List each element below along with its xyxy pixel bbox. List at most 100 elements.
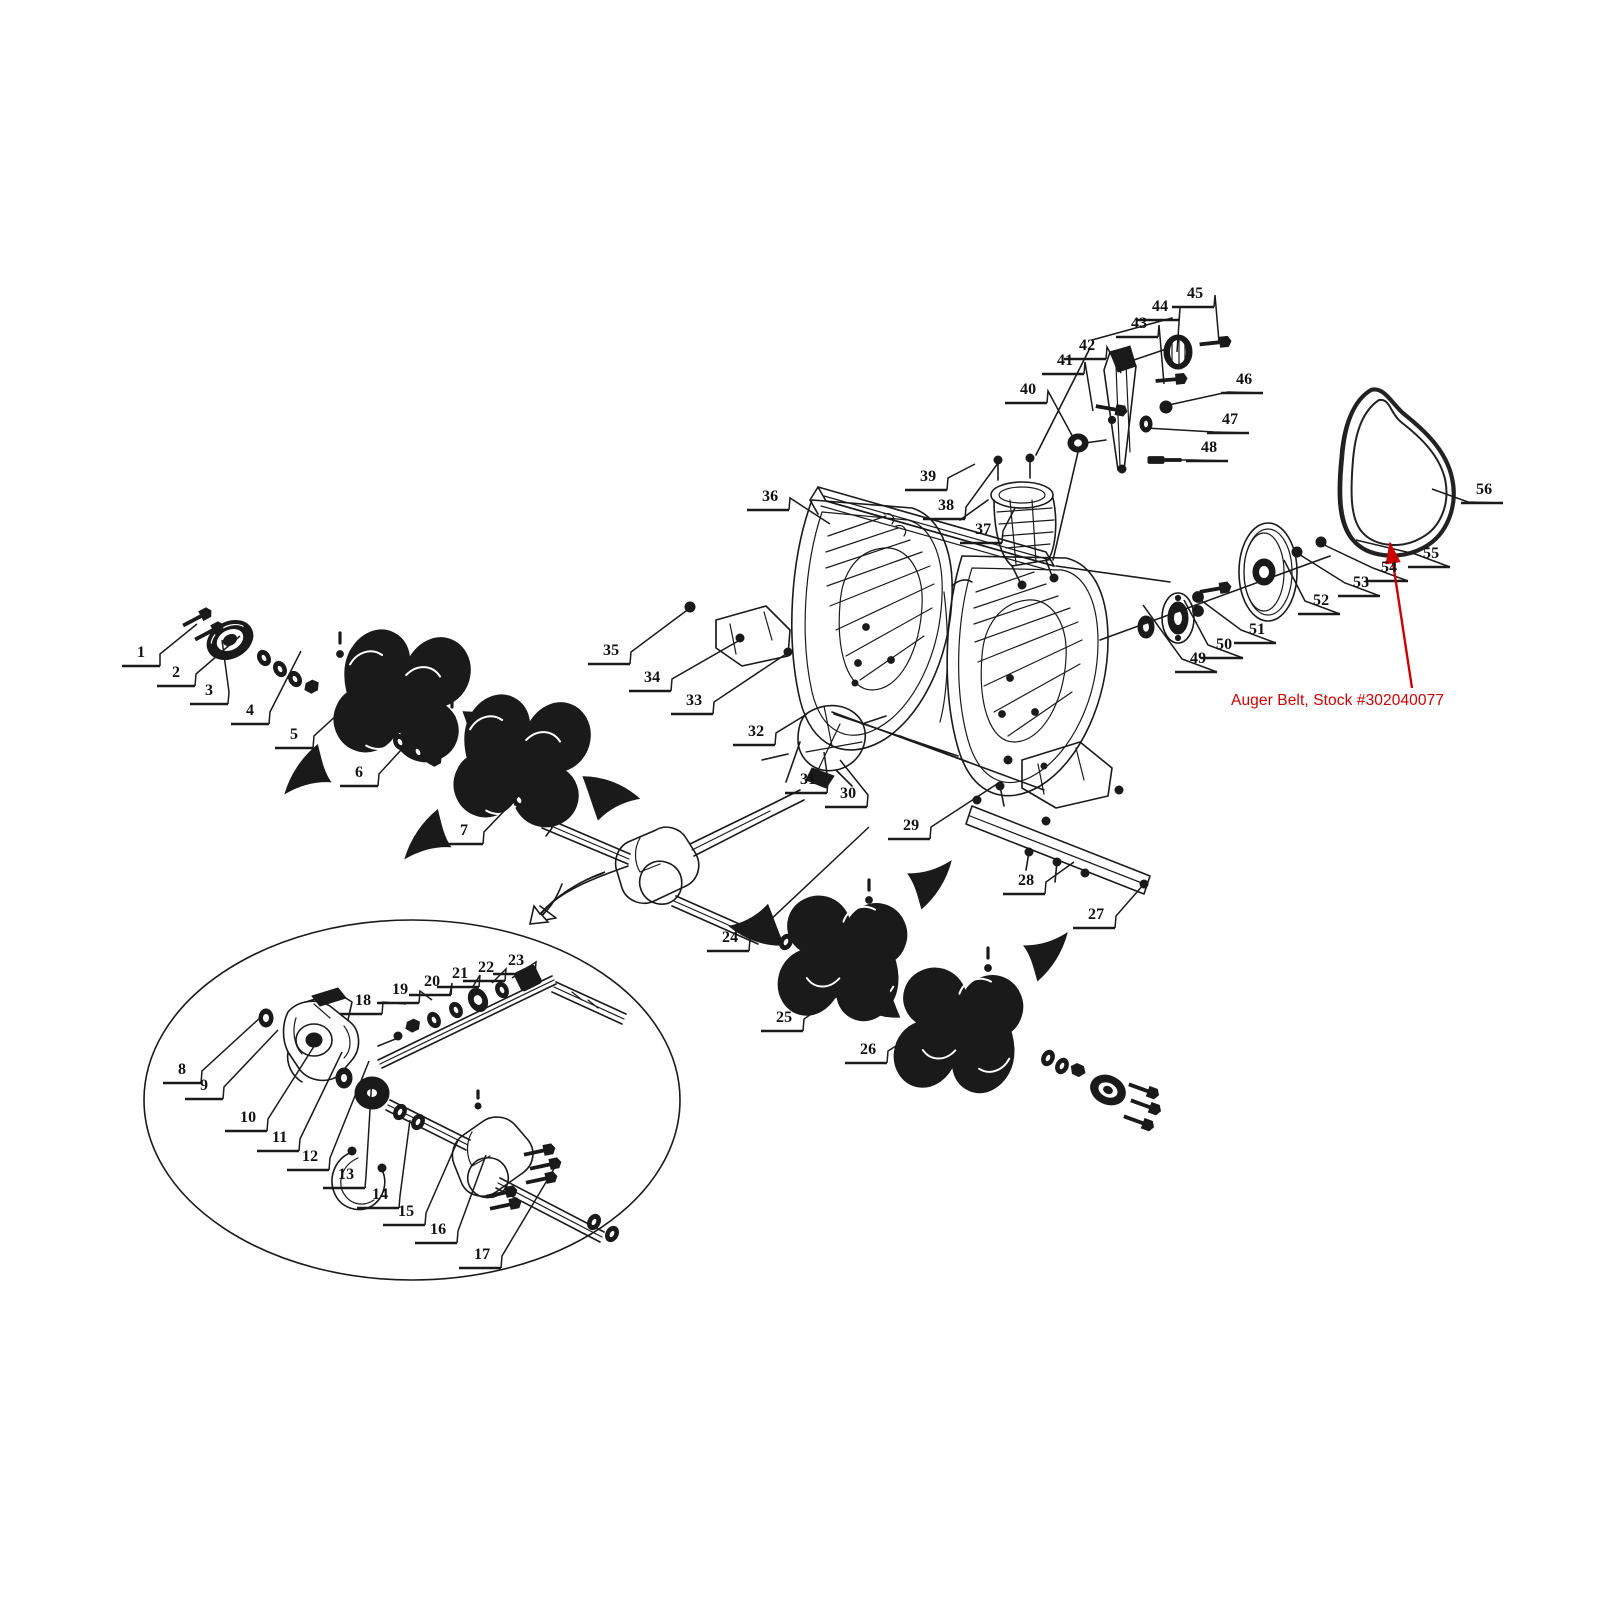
callout-leader bbox=[802, 974, 869, 1032]
callout-leader bbox=[946, 463, 976, 491]
callout-leader bbox=[312, 677, 378, 749]
auger-housing bbox=[791, 486, 1109, 797]
callout-leader bbox=[670, 639, 741, 692]
callout-number-5: 5 bbox=[290, 726, 299, 743]
callout-number-30: 30 bbox=[840, 785, 857, 802]
callout-leader bbox=[1145, 427, 1250, 434]
callout-leader bbox=[712, 651, 790, 715]
callout-number-33: 33 bbox=[686, 692, 703, 709]
callout-leader bbox=[1355, 539, 1451, 568]
callout-number-47: 47 bbox=[1222, 411, 1239, 428]
callout-leader bbox=[886, 987, 989, 1064]
callout-number-18: 18 bbox=[355, 992, 372, 1009]
callout-leader bbox=[456, 1154, 487, 1244]
callout-leader bbox=[418, 989, 433, 1004]
callout-number-2: 2 bbox=[172, 664, 181, 681]
callout-leader-lines bbox=[122, 294, 1504, 1270]
callout-number-11: 11 bbox=[272, 1129, 288, 1146]
callout-number-28: 28 bbox=[1018, 872, 1035, 889]
callout-leader bbox=[629, 607, 691, 665]
callout-leader bbox=[511, 960, 537, 979]
callout-number-14: 14 bbox=[372, 1186, 389, 1203]
callout-leader bbox=[424, 1139, 459, 1226]
callout-leader bbox=[200, 1015, 263, 1084]
callout-number-23: 23 bbox=[508, 952, 525, 969]
callout-number-13: 13 bbox=[338, 1166, 355, 1183]
callout-leader bbox=[774, 713, 808, 746]
callout-leader bbox=[788, 496, 831, 525]
callout-leader bbox=[1296, 552, 1381, 597]
callout-leader bbox=[964, 458, 1002, 520]
callout-number-29: 29 bbox=[903, 817, 920, 834]
callout-number-39: 39 bbox=[920, 468, 937, 485]
callout-leader bbox=[1105, 344, 1122, 374]
callout-leader bbox=[398, 1119, 411, 1209]
callout-leader bbox=[1431, 488, 1504, 504]
auger-shaft-gearbox bbox=[528, 789, 818, 956]
idler-tension-arm bbox=[1035, 317, 1232, 583]
scraper-bar bbox=[965, 781, 1151, 895]
callout-leader bbox=[482, 785, 529, 845]
callout-leader bbox=[1152, 459, 1229, 462]
callout-number-16: 16 bbox=[430, 1221, 447, 1238]
callout-number-24: 24 bbox=[722, 929, 739, 946]
callout-number-20: 20 bbox=[424, 973, 441, 990]
callout-leader bbox=[929, 783, 998, 840]
callout-leader bbox=[268, 650, 302, 725]
callout-leader bbox=[1319, 542, 1409, 582]
callout-number-1: 1 bbox=[137, 644, 146, 661]
callout-number-52: 52 bbox=[1313, 592, 1330, 609]
right-auger-assembly bbox=[724, 860, 1163, 1133]
callout-leader bbox=[1183, 599, 1244, 659]
callout-number-15: 15 bbox=[398, 1203, 415, 1220]
callout-number-41: 41 bbox=[1057, 352, 1074, 369]
callout-number-22: 22 bbox=[478, 959, 495, 976]
callout-number-32: 32 bbox=[748, 723, 765, 740]
callout-number-45: 45 bbox=[1187, 285, 1204, 302]
callout-leader bbox=[1213, 294, 1220, 343]
callout-number-6: 6 bbox=[355, 764, 364, 781]
callout-number-37: 37 bbox=[975, 521, 992, 538]
callout-leader bbox=[1163, 391, 1264, 407]
callout-number-56: 56 bbox=[1476, 481, 1493, 498]
left-auger-assembly bbox=[180, 605, 644, 860]
callout-number-35: 35 bbox=[603, 642, 620, 659]
callout-leader bbox=[159, 623, 198, 666]
callout-number-51: 51 bbox=[1249, 621, 1266, 638]
callout-number-48: 48 bbox=[1201, 439, 1218, 456]
callout-leader bbox=[823, 751, 829, 794]
callout-number-3: 3 bbox=[205, 682, 214, 699]
callout-number-25: 25 bbox=[776, 1009, 793, 1026]
callout-leader bbox=[1046, 388, 1076, 442]
callout-number-54: 54 bbox=[1381, 559, 1398, 576]
callout-number-26: 26 bbox=[860, 1041, 877, 1058]
callout-leader bbox=[1142, 604, 1218, 673]
callout-number-34: 34 bbox=[644, 669, 661, 686]
callout-number-44: 44 bbox=[1152, 298, 1169, 315]
callout-number-7: 7 bbox=[460, 822, 469, 839]
callout-number-17: 17 bbox=[474, 1246, 491, 1263]
callout-number-12: 12 bbox=[302, 1148, 319, 1165]
callout-number-8: 8 bbox=[178, 1061, 187, 1078]
callout-leader bbox=[1283, 559, 1341, 615]
callout-leader bbox=[1157, 324, 1165, 385]
callout-number-46: 46 bbox=[1236, 371, 1253, 388]
auger-belt bbox=[1337, 387, 1456, 558]
callout-number-21: 21 bbox=[452, 965, 469, 982]
callout-number-55: 55 bbox=[1423, 545, 1440, 562]
callout-leader bbox=[449, 982, 453, 996]
annotation-arrow bbox=[1385, 541, 1414, 689]
callout-number-38: 38 bbox=[938, 497, 955, 514]
callout-number-31: 31 bbox=[800, 771, 817, 788]
callout-leader bbox=[194, 635, 241, 687]
callout-number-40: 40 bbox=[1020, 381, 1037, 398]
auger-belt-annotation-label: Auger Belt, Stock #302040077 bbox=[1231, 692, 1445, 709]
callout-leader bbox=[1114, 883, 1145, 929]
callout-number-19: 19 bbox=[392, 981, 409, 998]
callout-leader bbox=[839, 759, 869, 808]
callout-number-4: 4 bbox=[246, 702, 255, 719]
callout-number-42: 42 bbox=[1079, 337, 1096, 354]
callout-leader bbox=[748, 826, 870, 952]
